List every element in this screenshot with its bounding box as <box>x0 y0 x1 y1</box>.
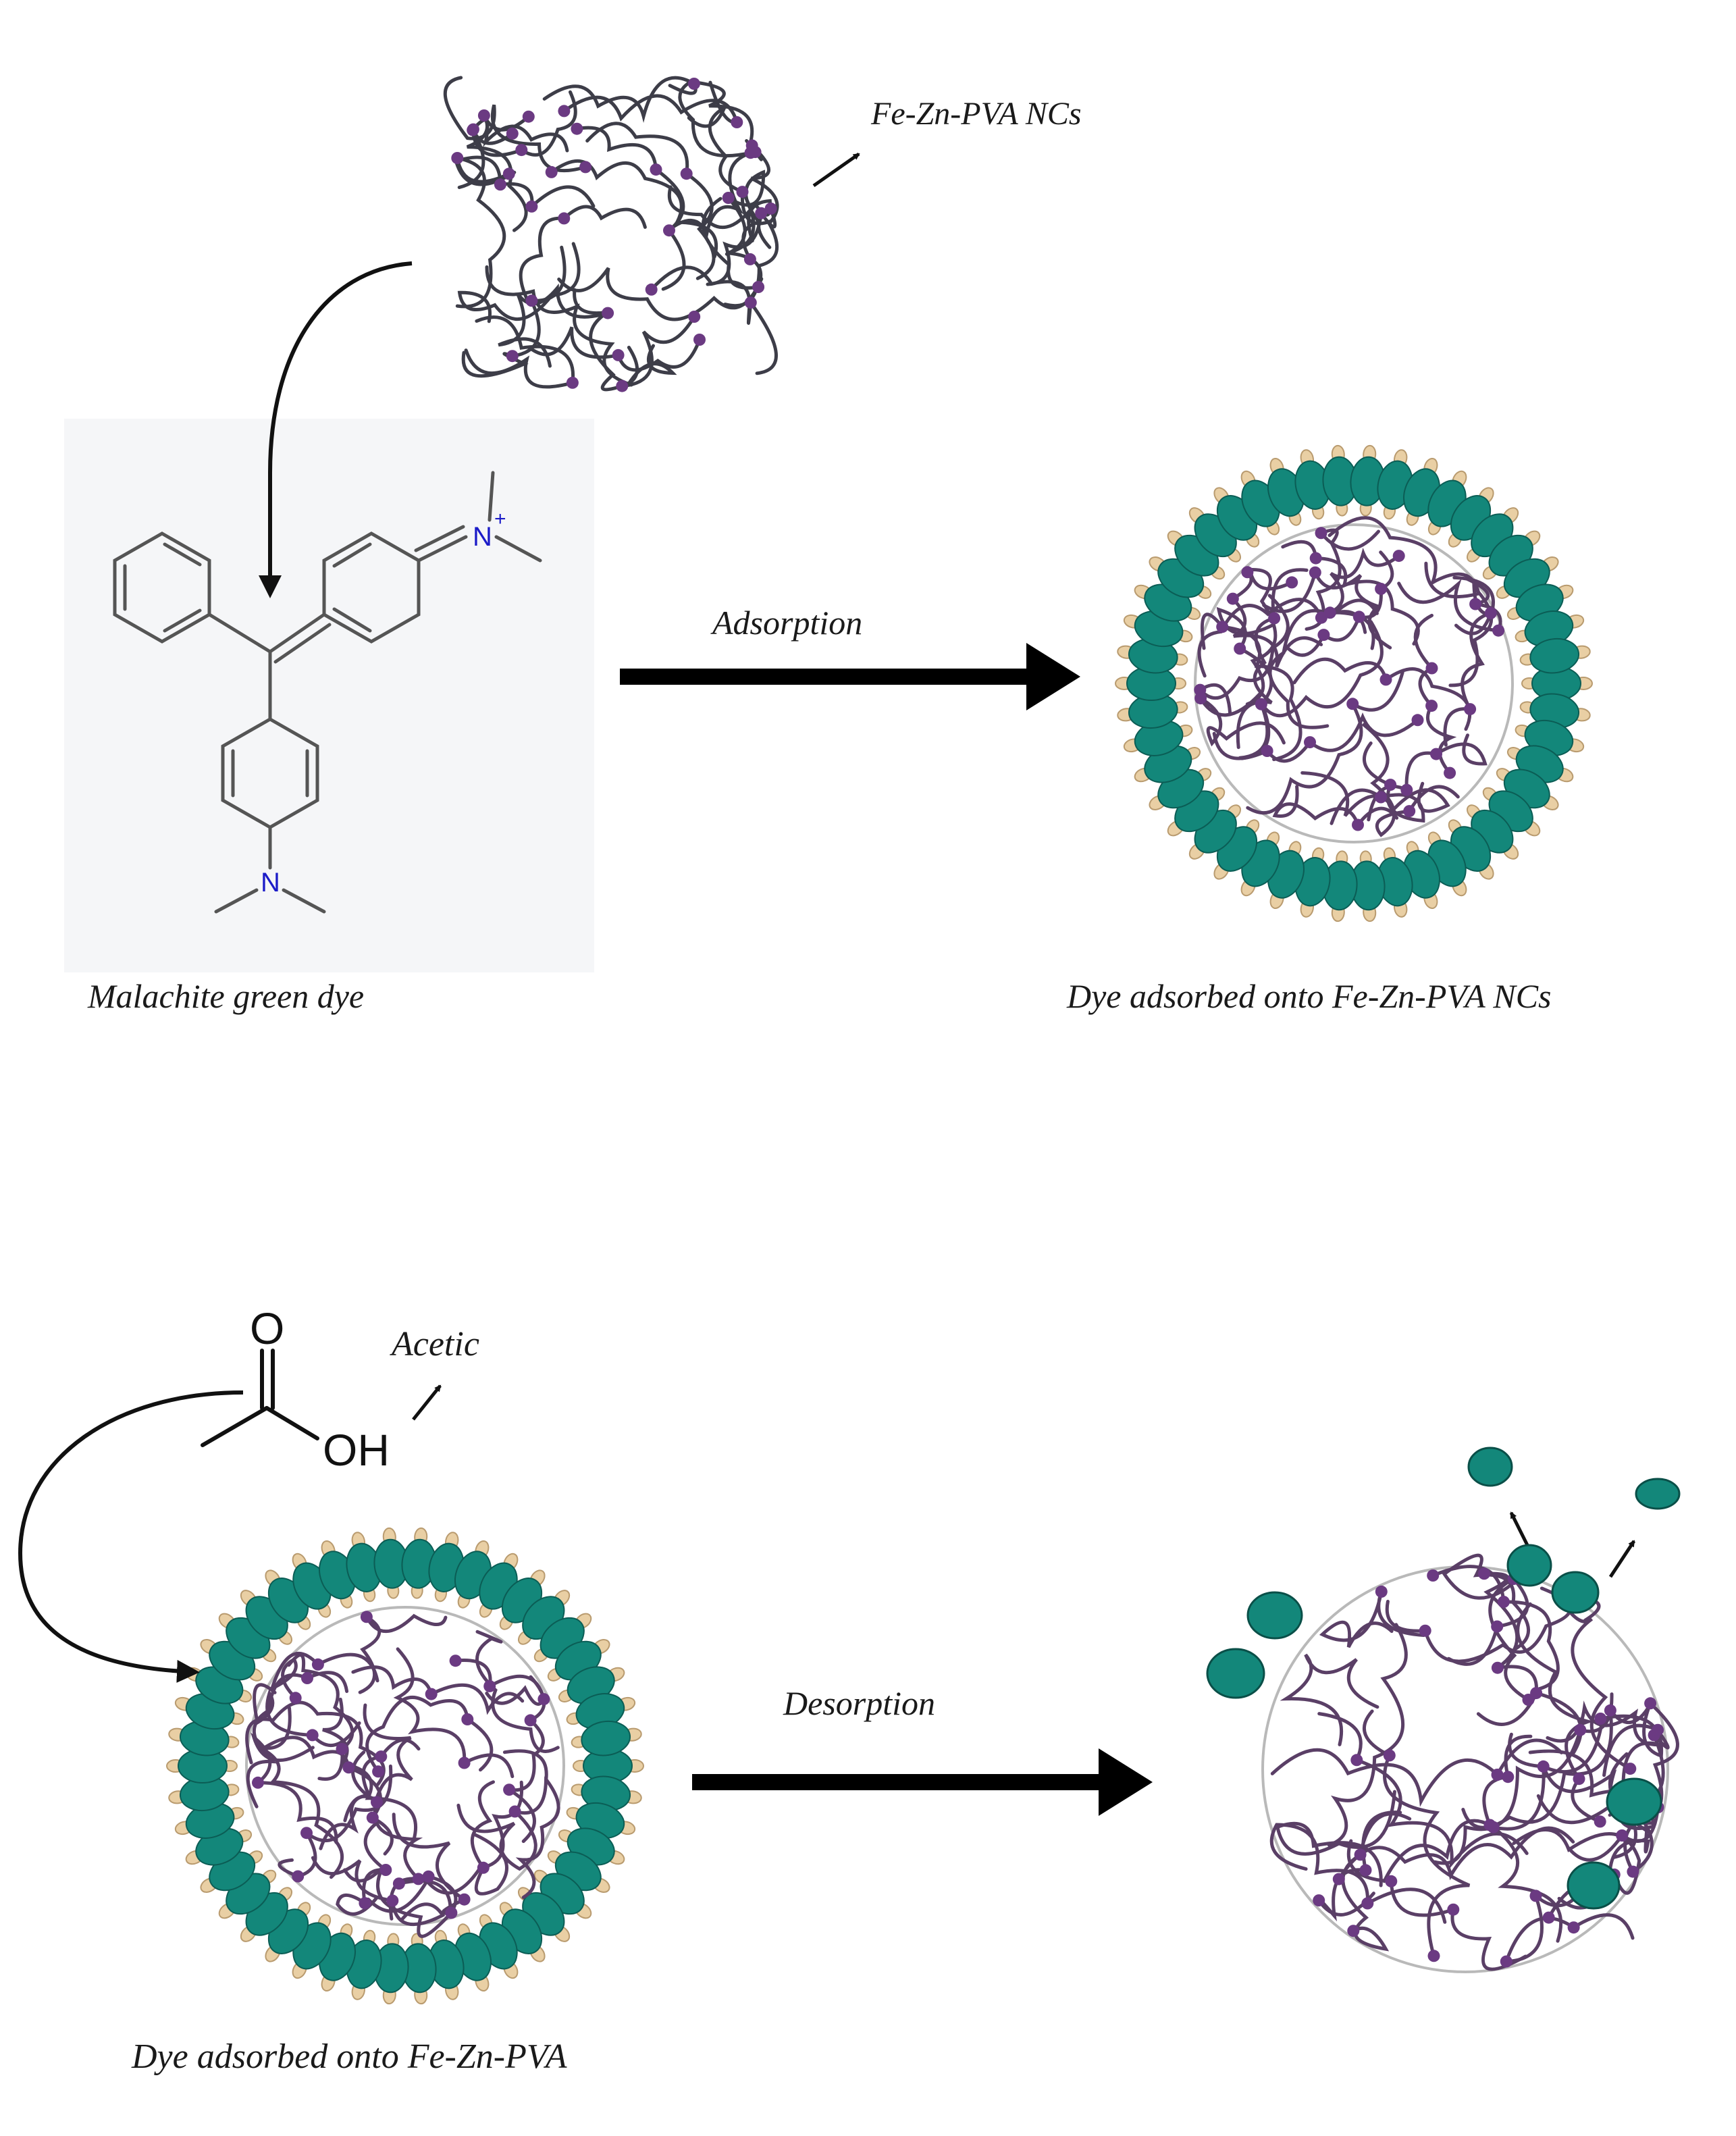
nc-label: Fe-Zn-PVA NCs <box>871 96 1082 132</box>
desorption-arrow <box>692 1748 1153 1816</box>
adsorption-arrow <box>620 643 1080 710</box>
positive-charge: + <box>494 508 506 530</box>
nitrogen-amine-atom: N <box>261 868 280 897</box>
desorption-label: Desorption <box>783 1684 935 1722</box>
dye-loaded-nanocomposite-bottom <box>166 1527 644 2005</box>
carbonyl-oxygen: O <box>250 1303 284 1353</box>
adsorbed-label: Dye adsorbed onto Fe-Zn-PVA NCs <box>1067 977 1552 1015</box>
phenyl-ring <box>113 531 211 644</box>
arrow-acetic-label <box>412 1384 442 1421</box>
dye-label: Malachite green dye <box>88 977 365 1015</box>
arrow-nc-label <box>812 152 860 188</box>
arrow-release-2 <box>1608 1540 1636 1578</box>
adsorbed-label-bottom: Dye adsorbed onto Fe-Zn-PVA <box>132 2037 567 2076</box>
released-dye-molecules <box>1206 1447 1681 1910</box>
dye-loaded-nanocomposite-top <box>1115 444 1593 922</box>
malachite-green-structure <box>113 471 542 914</box>
arrow-nc-to-dye <box>259 261 413 598</box>
arrow-acid-to-ball <box>18 1390 244 1683</box>
desorbed-nanocomposite <box>1261 1553 1679 1973</box>
acetic-acid-structure <box>201 1349 319 1447</box>
free-nanocomposite <box>443 76 779 392</box>
molecule-panel <box>64 419 594 972</box>
acetic-label: Acetic <box>392 1325 479 1363</box>
hydroxyl-group: OH <box>323 1425 390 1475</box>
nitrogen-cation-atom: N <box>473 522 492 552</box>
adsorption-label: Adsorption <box>712 604 863 642</box>
